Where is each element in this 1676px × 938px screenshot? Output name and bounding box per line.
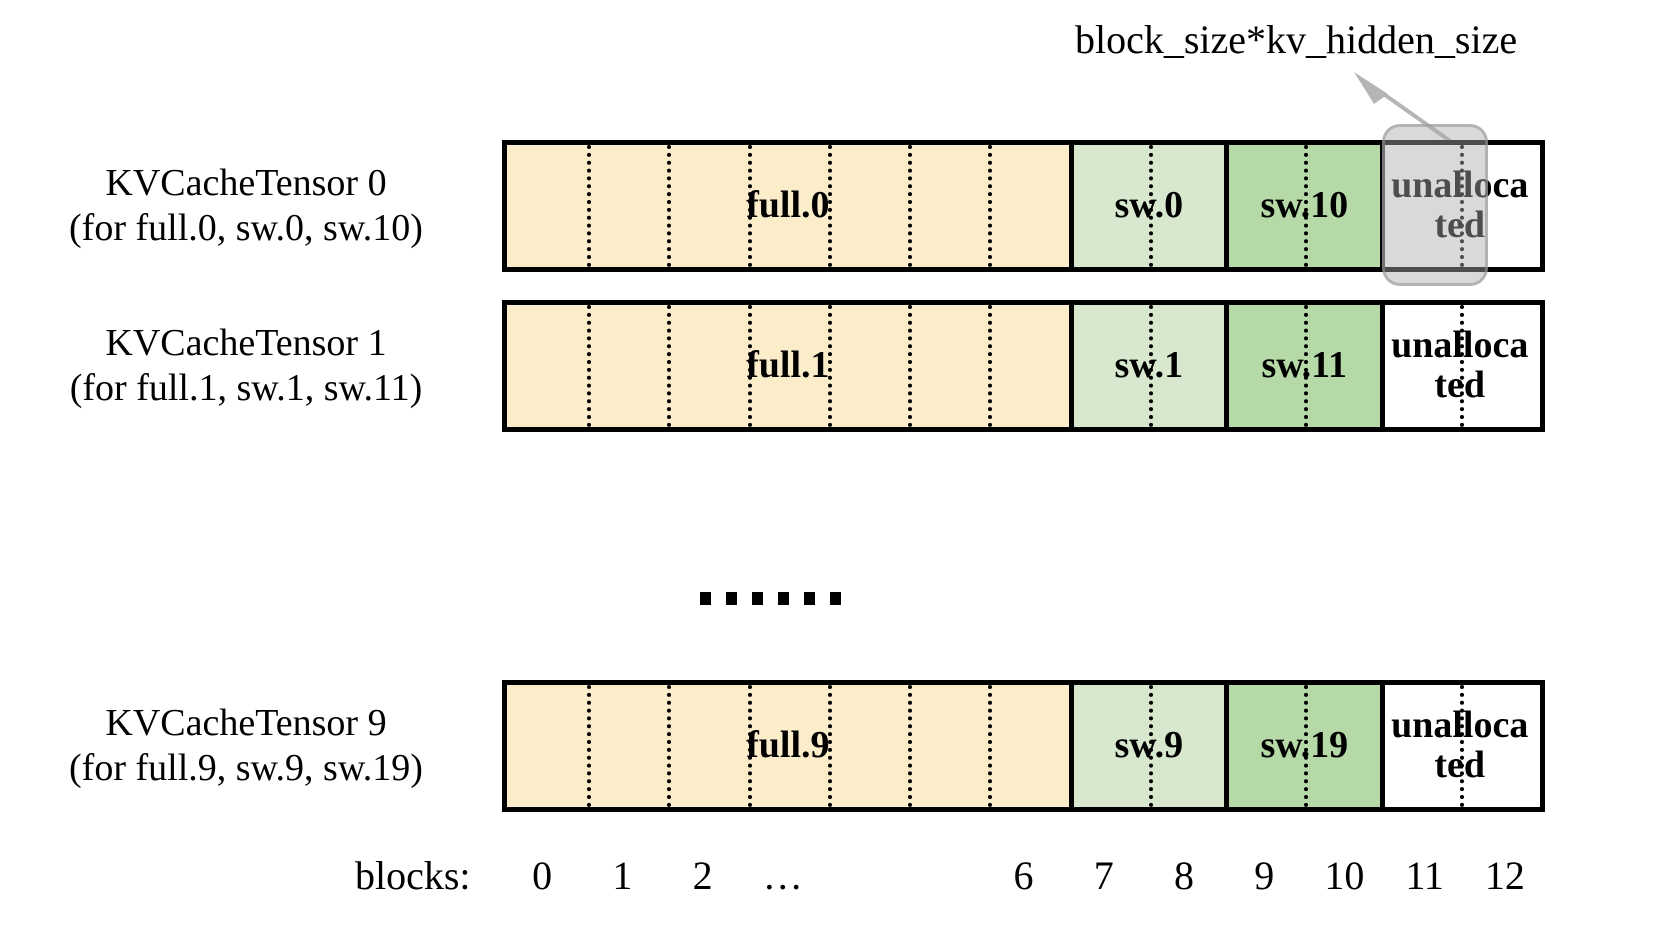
block-divider [587, 145, 592, 267]
segment-label: sw.0 [1114, 184, 1184, 227]
segment-full[interactable]: full.1 [507, 305, 1069, 427]
block-divider [1459, 305, 1464, 427]
block-number: 12 [1484, 853, 1525, 898]
tensor-name: KVCacheTensor 9 [105, 702, 387, 745]
block-divider [988, 685, 993, 807]
segment-sw_low[interactable]: sw.9 [1068, 685, 1225, 807]
ellipsis-dot [700, 591, 711, 605]
block-number: 2 [692, 853, 713, 898]
segment-full[interactable]: full.9 [507, 685, 1069, 807]
ellipsis-dot [778, 591, 789, 605]
block-divider [1304, 305, 1309, 427]
tensor-row: KVCacheTensor 9(for full.9, sw.9, sw.19)… [0, 674, 1676, 818]
block-number: 11 [1405, 853, 1444, 898]
ellipsis-dot [830, 591, 841, 605]
unallocated-line-2: ted [1434, 744, 1486, 786]
unallocated-line-2: ted [1434, 364, 1486, 406]
block-divider [747, 685, 752, 807]
block-divider [667, 305, 672, 427]
block-divider [587, 685, 592, 807]
segment-label: sw.19 [1260, 724, 1349, 767]
tensor-row-label: KVCacheTensor 0(for full.0, sw.0, sw.10) [0, 134, 492, 278]
ellipsis-dot [726, 591, 737, 605]
segment-label: full.1 [746, 344, 830, 387]
tensor-layers: (for full.1, sw.1, sw.11) [69, 367, 423, 409]
unallocated-line-1: unalloca [1391, 704, 1529, 747]
segment-label: sw.10 [1260, 184, 1349, 227]
segment-sw_high[interactable]: sw.19 [1224, 685, 1380, 807]
tensor-name: KVCacheTensor 1 [105, 322, 387, 365]
block-divider [988, 305, 993, 427]
segment-sw_low[interactable]: sw.1 [1068, 305, 1225, 427]
block-divider [747, 145, 752, 267]
tensor-row: KVCacheTensor 0(for full.0, sw.0, sw.10)… [0, 134, 1676, 278]
block-divider [908, 305, 913, 427]
block-divider [1148, 305, 1153, 427]
block-divider [667, 685, 672, 807]
tensor-row-label: KVCacheTensor 9(for full.9, sw.9, sw.19) [0, 674, 492, 818]
block-divider [827, 305, 832, 427]
tensor-layers: (for full.0, sw.0, sw.10) [69, 207, 423, 249]
block-divider [827, 685, 832, 807]
block-divider [827, 145, 832, 267]
tensor-row-label: KVCacheTensor 1(for full.1, sw.1, sw.11) [0, 294, 492, 438]
tensor-name: KVCacheTensor 0 [105, 162, 387, 205]
segment-full[interactable]: full.0 [507, 145, 1069, 267]
block-number: 9 [1254, 853, 1275, 898]
block-divider [908, 685, 913, 807]
tensor-layers: (for full.9, sw.9, sw.19) [69, 747, 423, 789]
block-divider [1304, 145, 1309, 267]
blocks-axis-caption: blocks: [355, 853, 471, 898]
block-number: 1 [612, 853, 633, 898]
annotation-label: block_size*kv_hidden_size [1075, 17, 1518, 62]
block-divider [908, 145, 913, 267]
segment-sw_high[interactable]: sw.10 [1224, 145, 1380, 267]
unallocated-line-2: ted [1434, 204, 1486, 246]
block-divider [1148, 685, 1153, 807]
block-divider [988, 145, 993, 267]
block-divider [1459, 685, 1464, 807]
block-divider [587, 305, 592, 427]
block-divider [1304, 685, 1309, 807]
unallocated-line-1: unalloca [1391, 164, 1529, 207]
block-number: 8 [1173, 853, 1194, 898]
block-divider [667, 145, 672, 267]
segment-label: sw.11 [1261, 344, 1348, 387]
segment-sw_high[interactable]: sw.11 [1224, 305, 1380, 427]
block-highlight-overlay [1381, 124, 1488, 286]
segment-sw_low[interactable]: sw.0 [1068, 145, 1225, 267]
tensor-row: KVCacheTensor 1(for full.1, sw.1, sw.11)… [0, 294, 1676, 438]
block-number: 10 [1324, 853, 1365, 898]
block-number: 7 [1093, 853, 1114, 898]
ellipsis-dot [752, 591, 763, 605]
block-number: 0 [532, 853, 553, 898]
segment-label: sw.9 [1114, 724, 1184, 767]
ellipsis-dot [804, 591, 815, 605]
block-divider [747, 305, 752, 427]
block-divider [1148, 145, 1153, 267]
block-number: … [762, 853, 803, 898]
segment-label: sw.1 [1114, 344, 1184, 387]
segment-label: full.0 [746, 184, 830, 227]
rows-ellipsis [700, 568, 920, 628]
block-divider [1459, 145, 1464, 267]
block-number: 6 [1013, 853, 1034, 898]
segment-label: full.9 [746, 724, 830, 767]
unallocated-line-1: unalloca [1391, 324, 1529, 367]
